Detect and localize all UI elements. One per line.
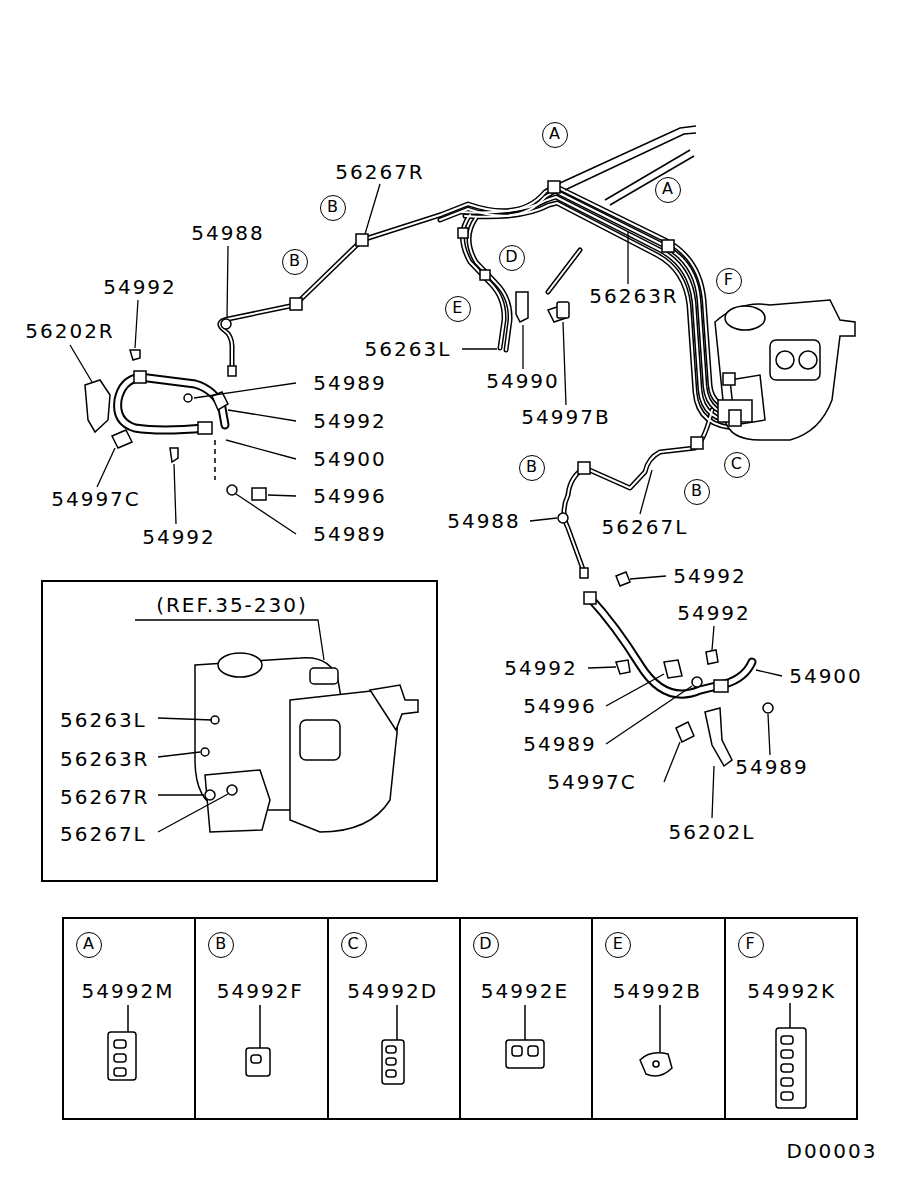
- drawing-code: D00003: [784, 1140, 879, 1162]
- callout-letter: F: [745, 935, 754, 953]
- callout-letter: D: [479, 935, 491, 953]
- part-number: 54997B: [519, 406, 612, 428]
- callout-letter: C: [731, 455, 742, 473]
- callout-circle: B: [684, 479, 710, 505]
- table-cell: 54992E D: [459, 917, 593, 1120]
- part-number: 54989: [311, 372, 389, 394]
- callout-letter: D: [505, 248, 517, 266]
- part-number: 54997C: [49, 488, 143, 510]
- part-number: 54992B: [611, 980, 704, 1002]
- part-number: 54996: [311, 485, 389, 507]
- callout-circle: D: [499, 245, 525, 271]
- part-number: 56267L: [58, 823, 149, 845]
- part-number: 54992: [502, 657, 580, 679]
- part-number: 54992F: [215, 980, 306, 1002]
- callout-circle: E: [605, 932, 631, 958]
- part-number: 56267R: [333, 161, 427, 183]
- table-cell: 54992B E: [591, 917, 725, 1120]
- table-cell: 54992F B: [194, 917, 328, 1120]
- part-number: 54990: [484, 370, 562, 392]
- part-number: 56267R: [58, 786, 152, 808]
- callout-circle: B: [519, 455, 545, 481]
- part-number: 54992: [140, 526, 218, 548]
- callout-letter: B: [215, 935, 226, 953]
- part-number: 54989: [733, 756, 811, 778]
- table-cell: 54992D C: [327, 917, 461, 1120]
- part-number: 54992K: [745, 980, 838, 1002]
- part-number: 54900: [787, 665, 865, 687]
- part-number: 54988: [189, 222, 267, 244]
- part-number: 54997C: [545, 771, 639, 793]
- callout-circle: B: [320, 195, 346, 221]
- part-number: 56202R: [23, 320, 117, 342]
- callout-letter: E: [613, 935, 623, 953]
- callout-circle: E: [445, 296, 471, 322]
- callout-letter: E: [452, 299, 462, 317]
- table-cell: 54992M A: [62, 917, 196, 1120]
- callout-letter: B: [289, 252, 300, 270]
- callout-circle: B: [282, 249, 308, 275]
- callout-letter: A: [83, 935, 94, 953]
- callout-letter: A: [549, 125, 560, 143]
- callout-circle: A: [76, 932, 102, 958]
- part-number: 54992: [311, 410, 389, 432]
- part-number: 56267L: [600, 516, 691, 538]
- part-number: 54992: [101, 276, 179, 298]
- part-number: 54992: [675, 602, 753, 624]
- callout-circle: A: [655, 177, 681, 203]
- callout-letter: A: [662, 180, 673, 198]
- part-number: 56263L: [58, 709, 149, 731]
- inset-box: (REF.35-230) 56263L 56263R 56267R 56267L: [41, 580, 438, 882]
- part-number: 56263R: [587, 285, 681, 307]
- callout-circle: A: [542, 122, 568, 148]
- part-number: 54992M: [80, 980, 177, 1002]
- callout-circle: D: [473, 932, 499, 958]
- part-number: 54996: [521, 695, 599, 717]
- part-number: 54988: [445, 510, 523, 532]
- callout-circle: C: [341, 932, 367, 958]
- part-number: 54900: [311, 448, 389, 470]
- part-number: 54992: [671, 565, 749, 587]
- callout-letter: B: [327, 198, 338, 216]
- part-number: 56202L: [667, 821, 758, 843]
- part-number: 56263R: [58, 748, 152, 770]
- callout-circle: F: [716, 268, 742, 294]
- part-number: 54989: [521, 733, 599, 755]
- part-number: 54989: [311, 523, 389, 545]
- part-number: 54992D: [345, 980, 440, 1002]
- callout-letter: B: [691, 482, 702, 500]
- callout-circle: B: [208, 932, 234, 958]
- callout-letter: C: [347, 935, 358, 953]
- reference-note: (REF.35-230): [154, 594, 310, 616]
- callout-circle: F: [738, 932, 764, 958]
- part-number: 54992E: [479, 980, 571, 1002]
- table-cell: 54992K F: [724, 917, 858, 1120]
- callout-letter: F: [724, 271, 733, 289]
- part-number: 56263L: [363, 338, 454, 360]
- callout-letter: B: [526, 458, 537, 476]
- callout-circle: C: [724, 452, 750, 478]
